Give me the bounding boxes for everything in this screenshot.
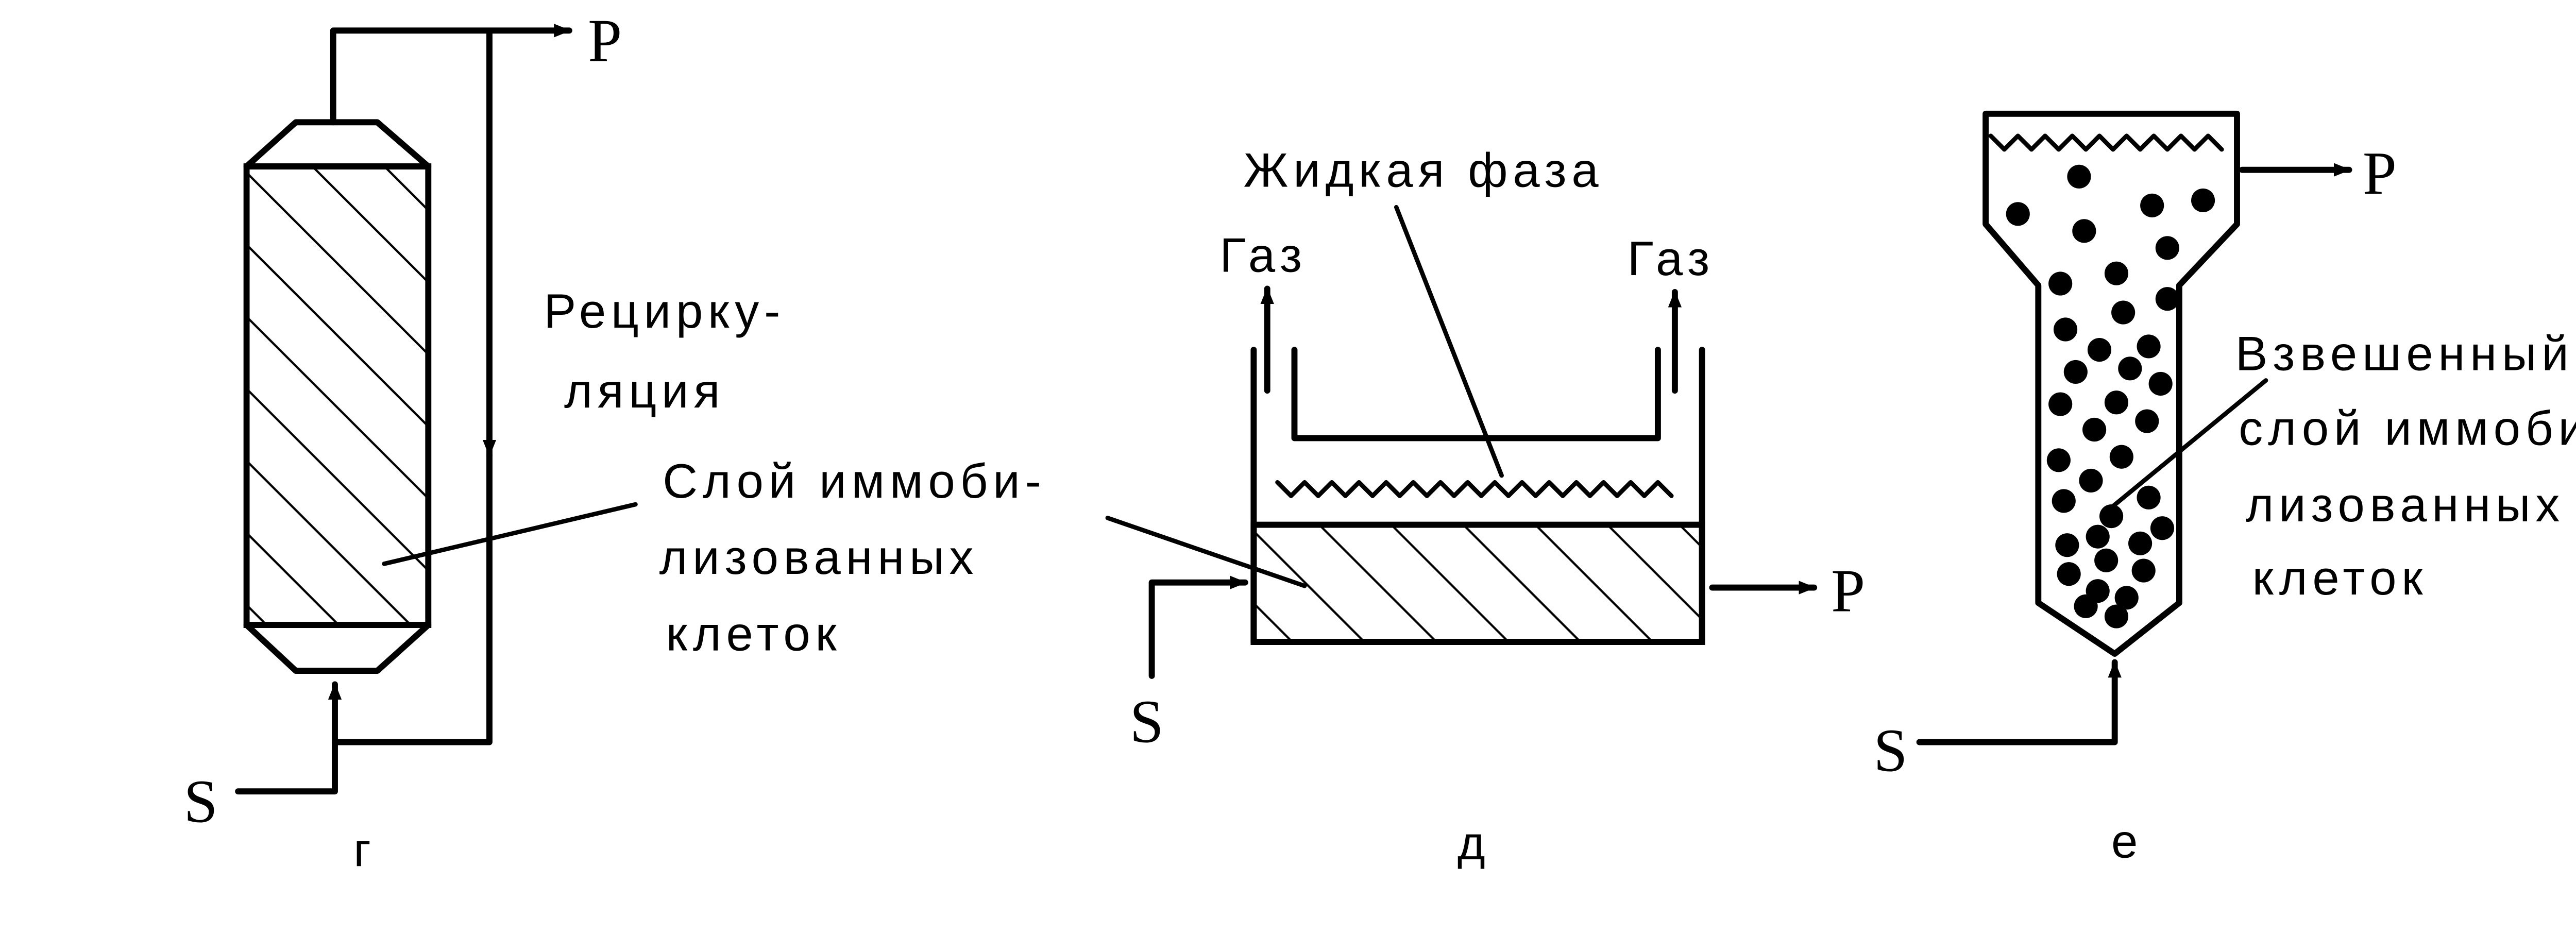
cell-particle xyxy=(2140,193,2164,217)
substrate-label-d: S xyxy=(1130,688,1164,756)
cell-particle xyxy=(2191,188,2215,213)
cell-particle xyxy=(2131,558,2156,583)
substrate-label-e: S xyxy=(1874,717,1908,785)
suspended-label-4: клеток xyxy=(2252,551,2428,605)
caption-e: е xyxy=(2111,814,2138,868)
cell-particle xyxy=(2104,261,2129,285)
vessel-inner-wall xyxy=(1291,347,1661,441)
cell-particle xyxy=(2082,417,2107,442)
substrate-inlet-e xyxy=(1916,659,2122,745)
cell-particle xyxy=(2055,533,2079,557)
cell-particle xyxy=(2104,604,2129,629)
immobilized-layer xyxy=(1250,521,1705,645)
cell-particle xyxy=(2067,164,2091,189)
gas-right-label: Газ xyxy=(1628,231,1715,285)
liquid-phase-leader xyxy=(1394,205,1504,478)
cell-particle xyxy=(2063,360,2088,384)
layer-label-1: Слой иммоби- xyxy=(663,454,1046,508)
caption-d: д xyxy=(1458,816,1485,870)
cell-particle xyxy=(2114,586,2139,610)
cell-particle xyxy=(2072,219,2096,243)
recirculation-return-line xyxy=(332,452,493,745)
product-label-e: P xyxy=(2363,139,2397,207)
substrate-inlet-d xyxy=(1148,575,1248,679)
cell-particle xyxy=(2155,236,2179,260)
caption-g: г xyxy=(353,823,371,876)
cell-particle xyxy=(2118,356,2142,381)
product-outlet-line xyxy=(330,24,572,126)
column-bottom-cap xyxy=(243,622,432,674)
reactor-g: P Рецирку- ляция S Слой иммоби- лизованн… xyxy=(184,7,1046,877)
recirculation-label-1: Рецирку- xyxy=(544,284,785,338)
cell-particle xyxy=(2150,516,2175,540)
suspended-label-1: Взвешенный xyxy=(2235,327,2574,381)
layer-leader-d xyxy=(1105,516,1307,588)
cell-particle xyxy=(2104,390,2129,415)
cell-particle xyxy=(2111,300,2136,325)
reactor-d: Жидкая фаза Газ Газ S P д xyxy=(1105,143,1865,870)
cell-particle xyxy=(2052,489,2076,513)
recirculation-label-2: ляция xyxy=(564,364,725,418)
reactor-e: P S Взвешенный слой иммоби- лизованных к… xyxy=(1874,110,2576,868)
cell-particle xyxy=(2128,531,2153,555)
liquid-phase-label: Жидкая фаза xyxy=(1244,143,1604,197)
cell-particle xyxy=(2086,524,2110,549)
cell-particle xyxy=(2148,371,2173,396)
layer-label-3: клеток xyxy=(666,607,842,661)
cell-particle xyxy=(2074,594,2098,618)
suspended-bed-vessel xyxy=(1982,110,2240,657)
substrate-label: S xyxy=(184,767,218,835)
cell-particle xyxy=(2006,202,2030,226)
column-top-cap xyxy=(243,119,432,169)
column-body xyxy=(243,163,432,629)
suspended-label-2: слой иммоби- xyxy=(2239,401,2576,455)
cell-particle xyxy=(2053,317,2078,342)
liquid-surface xyxy=(1275,480,1674,498)
cell-particle xyxy=(2057,562,2081,586)
cell-particle xyxy=(2048,271,2073,296)
cell-particle xyxy=(2155,287,2179,311)
gas-left-label: Газ xyxy=(1219,228,1307,282)
liquid-surface-e xyxy=(1988,133,2224,152)
layer-label-2: лизованных xyxy=(659,530,979,584)
product-label-d: P xyxy=(1831,557,1865,625)
cell-particle xyxy=(2048,392,2073,416)
cell-particle xyxy=(2079,468,2103,493)
cell-particle xyxy=(2137,485,2161,510)
cell-particle xyxy=(2094,548,2119,572)
cell-particle xyxy=(2087,337,2112,362)
cell-particle xyxy=(2137,334,2161,359)
product-label: P xyxy=(588,7,622,75)
layer-leader-line xyxy=(382,502,638,566)
cell-particle xyxy=(2109,445,2133,469)
cell-particle xyxy=(2135,409,2159,433)
suspended-label-3: лизованных xyxy=(2245,478,2565,532)
substrate-inlet-line xyxy=(235,681,342,795)
immobilized-particles xyxy=(2006,164,2215,629)
cell-particle xyxy=(2046,448,2071,472)
suspended-layer-leader xyxy=(2100,378,2268,517)
